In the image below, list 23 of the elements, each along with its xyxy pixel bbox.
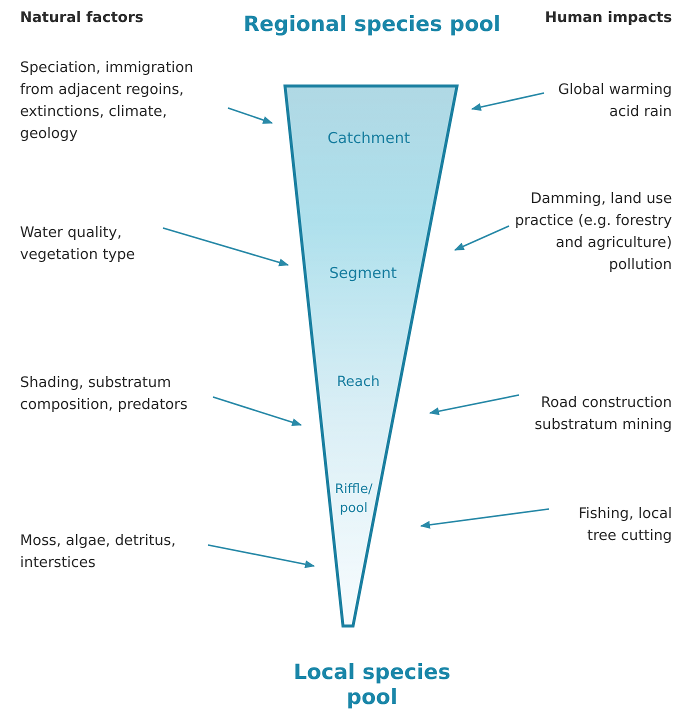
factor-text: Damming, land use practice (e.g. forestry and agriculture) pollution: [512, 188, 672, 276]
factor-text: Water quality, vegetation type: [20, 222, 160, 266]
factor-text: Global warming acid rain: [547, 79, 672, 123]
arrow: [454, 225, 510, 251]
title: Regional species pool: [242, 12, 502, 37]
factor-text: Moss, algae, detritus, interstices: [20, 530, 205, 574]
arrow: [212, 396, 302, 426]
factor-text: Shading, substratum composition, predators: [20, 372, 210, 416]
factor-text: Speciation, immigration from adjacent regoins, extinctions, climate, geology: [20, 57, 225, 145]
level-label: Reach: [336, 373, 381, 392]
arrow: [228, 107, 273, 124]
arrow: [162, 227, 289, 266]
factor-text: Fishing, local tree cutting: [552, 503, 672, 547]
level-label: Riffle/ pool: [334, 481, 374, 518]
arrow: [429, 394, 520, 416]
column-heading: Natural factors: [20, 10, 144, 26]
factor-text: Road construction substratum mining: [522, 392, 672, 436]
arrow: [420, 508, 550, 529]
level-label: Segment: [328, 263, 398, 284]
bottom-heading: Local species pool: [292, 660, 452, 710]
arrow: [208, 544, 315, 568]
arrow: [471, 92, 544, 111]
level-label: Catchment: [326, 128, 411, 149]
